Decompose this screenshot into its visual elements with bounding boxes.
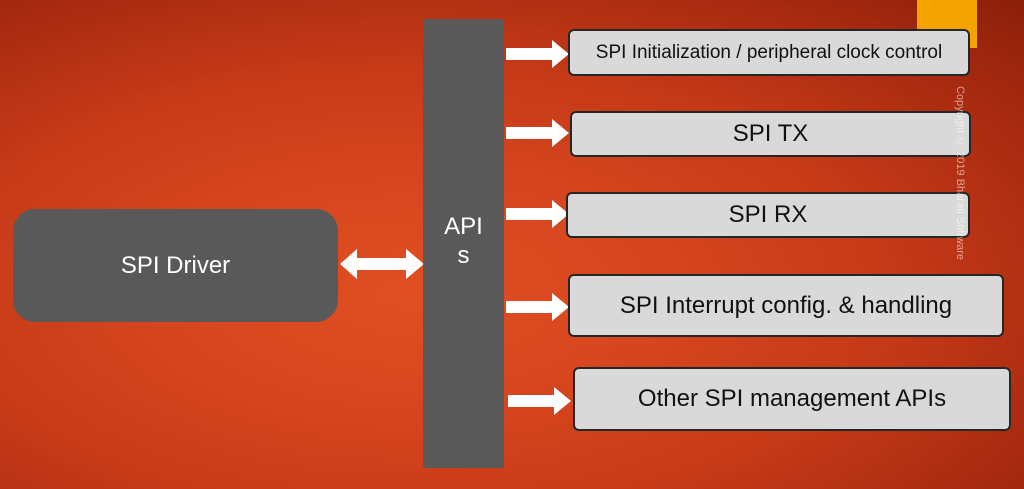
fn-label-rx: SPI RX: [728, 201, 808, 228]
apis-bar: API s: [423, 19, 504, 468]
fn-label-initialization: SPI Initialization / peripheral clock co…: [595, 42, 943, 63]
fn-box-initialization: SPI Initialization / peripheral clock co…: [568, 29, 970, 76]
arrow-to-tx: [506, 119, 569, 147]
spi-driver-box: SPI Driver: [13, 209, 338, 322]
fn-box-rx: SPI RX: [566, 192, 970, 238]
fn-label-tx: SPI TX: [732, 120, 809, 147]
apis-label-line1: API: [444, 213, 483, 240]
fn-box-interrupt: SPI Interrupt config. & handling: [568, 274, 1004, 337]
copyright-watermark: Copyright © 2019 Bharati Software: [954, 86, 966, 261]
arrow-to-other: [508, 387, 571, 415]
arrow-to-rx: [506, 200, 569, 228]
apis-label: API s: [423, 212, 504, 270]
arrow-to-interrupt: [506, 293, 569, 321]
double-arrow: [340, 249, 424, 279]
fn-label-other: Other SPI management APIs: [637, 385, 947, 412]
apis-label-line2: s: [457, 242, 470, 269]
fn-box-other: Other SPI management APIs: [573, 367, 1011, 431]
arrow-to-init: [506, 40, 569, 68]
fn-label-interrupt: SPI Interrupt config. & handling: [619, 291, 953, 319]
spi-driver-label: SPI Driver: [120, 251, 231, 279]
fn-box-tx: SPI TX: [570, 111, 971, 157]
